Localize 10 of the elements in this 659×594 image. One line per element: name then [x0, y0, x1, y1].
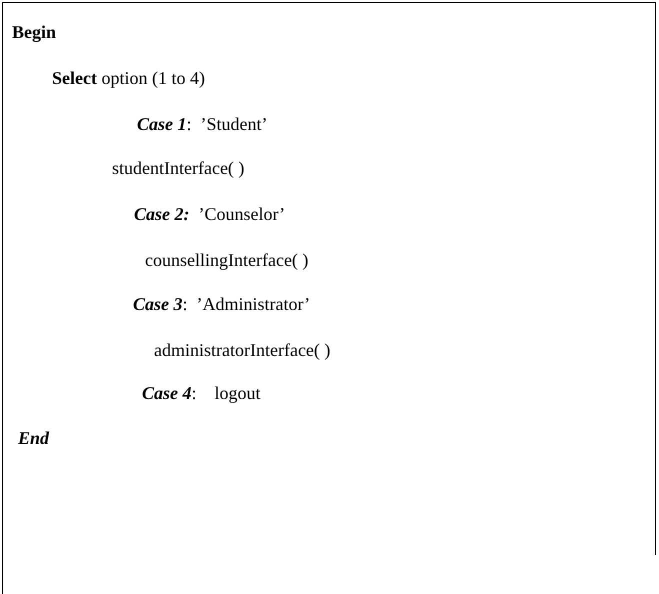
code-line: Case 3: ’Administrator’ — [133, 294, 310, 315]
code-line: Case 4: logout — [142, 383, 261, 404]
code-line: studentInterface( ) — [112, 158, 244, 179]
keyword-text: Begin — [12, 22, 56, 43]
code-line: administratorInterface( ) — [154, 340, 330, 361]
code-line: counsellingInterface( ) — [145, 250, 308, 271]
code-line: Case 1: ’Student’ — [137, 114, 268, 135]
code-line: Select option (1 to 4) — [52, 68, 205, 89]
keyword-text: End — [18, 428, 50, 449]
code-line: Case 2: ’Counselor’ — [134, 204, 286, 225]
